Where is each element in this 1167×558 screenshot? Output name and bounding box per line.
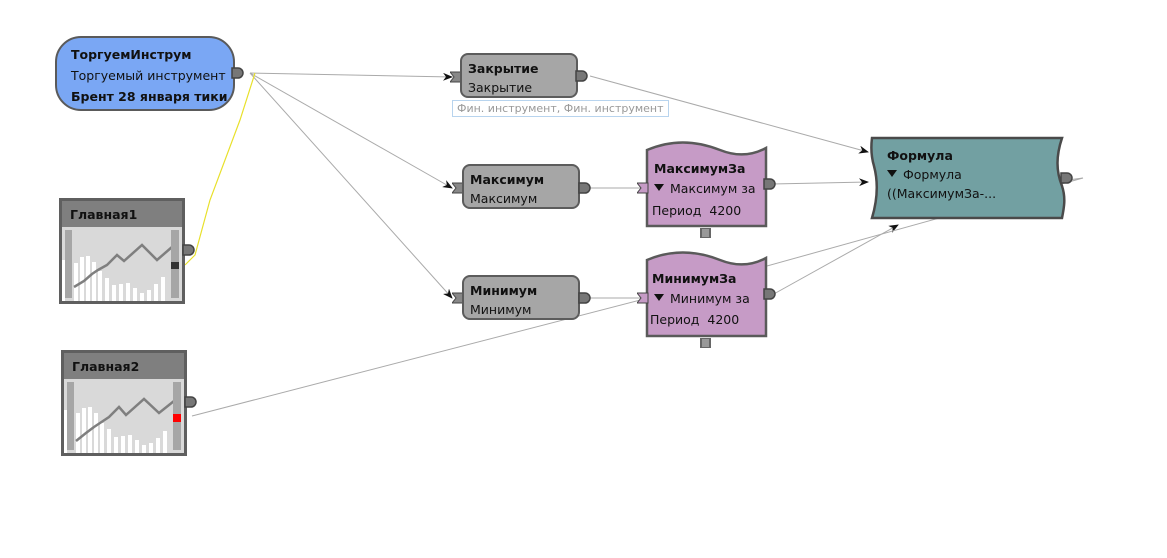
input-port-icon[interactable] <box>637 292 649 304</box>
node-subtitle-dropdown[interactable]: Максимум за <box>654 181 756 196</box>
node-title: МинимумЗа <box>652 271 737 286</box>
chart-thumbnail-icon <box>64 382 181 453</box>
details-icon[interactable] <box>700 228 711 238</box>
edge-close-formula[interactable] <box>589 75 869 154</box>
node-formula-shape[interactable] <box>868 136 1068 222</box>
input-port-icon[interactable] <box>637 182 649 194</box>
node-maximum-for-shape[interactable] <box>645 140 770 230</box>
edge-instrument-chart1[interactable] <box>184 72 256 266</box>
details-icon[interactable] <box>700 338 711 348</box>
node-traded-instrument[interactable]: ТоргуемИнструм Торгуемый инструмент Брен… <box>55 36 235 111</box>
chart-title: Главная1 <box>70 207 138 222</box>
node-minimum[interactable]: Минимум Минимум <box>462 275 580 320</box>
input-port-icon[interactable] <box>450 71 462 83</box>
node-title: МаксимумЗа <box>654 161 746 176</box>
dropdown-triangle-icon <box>654 294 664 301</box>
output-port-icon[interactable] <box>763 178 777 190</box>
node-subtitle-dropdown[interactable]: Минимум за <box>654 291 750 306</box>
input-port-icon[interactable] <box>452 292 464 304</box>
chart-header: Главная2 <box>64 353 184 379</box>
node-title: Максимум <box>470 172 545 187</box>
node-subtitle: Минимум <box>470 302 532 317</box>
node-maximum-for[interactable]: МаксимумЗа Максимум за Период 4200 <box>645 140 770 230</box>
param-period: Период 4200 <box>650 312 740 327</box>
node-formula[interactable]: Формула Формула ((МаксимумЗа-... <box>868 136 1068 222</box>
output-port-icon[interactable] <box>578 182 592 194</box>
node-maximum[interactable]: Максимум Максимум <box>462 164 580 209</box>
node-subtitle: Закрытие <box>468 80 533 95</box>
chart-title: Главная2 <box>72 359 140 374</box>
chart-thumbnail-icon <box>62 230 179 301</box>
chart-node-main1[interactable]: Главная1 <box>59 198 185 304</box>
edge-instrument-max[interactable] <box>249 72 453 189</box>
node-value: Брент 28 января тики <box>71 89 228 104</box>
node-subtitle-dropdown[interactable]: Формула <box>887 167 962 182</box>
edge-chart2-minfor[interactable] <box>191 297 649 417</box>
node-title: Закрытие <box>468 61 539 76</box>
dropdown-triangle-icon <box>654 184 664 191</box>
edge-instrument-close[interactable] <box>249 72 453 81</box>
node-close[interactable]: Закрытие Закрытие <box>460 53 578 98</box>
chart-node-main2[interactable]: Главная2 <box>61 350 187 456</box>
output-port-icon[interactable] <box>578 292 592 304</box>
node-subtitle: Максимум <box>470 191 538 206</box>
node-title: ТоргуемИнструм <box>71 47 192 62</box>
param-period: Период 4200 <box>652 203 742 218</box>
node-subtitle: Торгуемый инструмент <box>71 68 226 83</box>
node-minimum-for-shape[interactable] <box>645 250 770 340</box>
edge-minfor-formula[interactable] <box>771 224 899 296</box>
node-title: Формула <box>887 148 953 163</box>
input-port-icon[interactable] <box>452 182 464 194</box>
output-port-icon[interactable] <box>184 396 198 408</box>
edge-maxfor-formula[interactable] <box>771 178 869 187</box>
output-port-icon[interactable] <box>763 288 777 300</box>
output-port-icon[interactable] <box>231 67 245 79</box>
input-types-tooltip: Фин. инструмент, Фин. инструмент <box>452 100 669 117</box>
output-port-icon[interactable] <box>575 70 589 82</box>
node-minimum-for[interactable]: МинимумЗа Минимум за Период 4200 <box>645 250 770 340</box>
node-title: Минимум <box>470 283 538 298</box>
edge-instrument-min[interactable] <box>249 72 453 299</box>
output-port-icon[interactable] <box>1060 172 1074 184</box>
chart-header: Главная1 <box>62 201 182 227</box>
output-port-icon[interactable] <box>182 244 196 256</box>
formula-expression: ((МаксимумЗа-... <box>887 186 997 201</box>
dropdown-triangle-icon <box>887 170 897 177</box>
